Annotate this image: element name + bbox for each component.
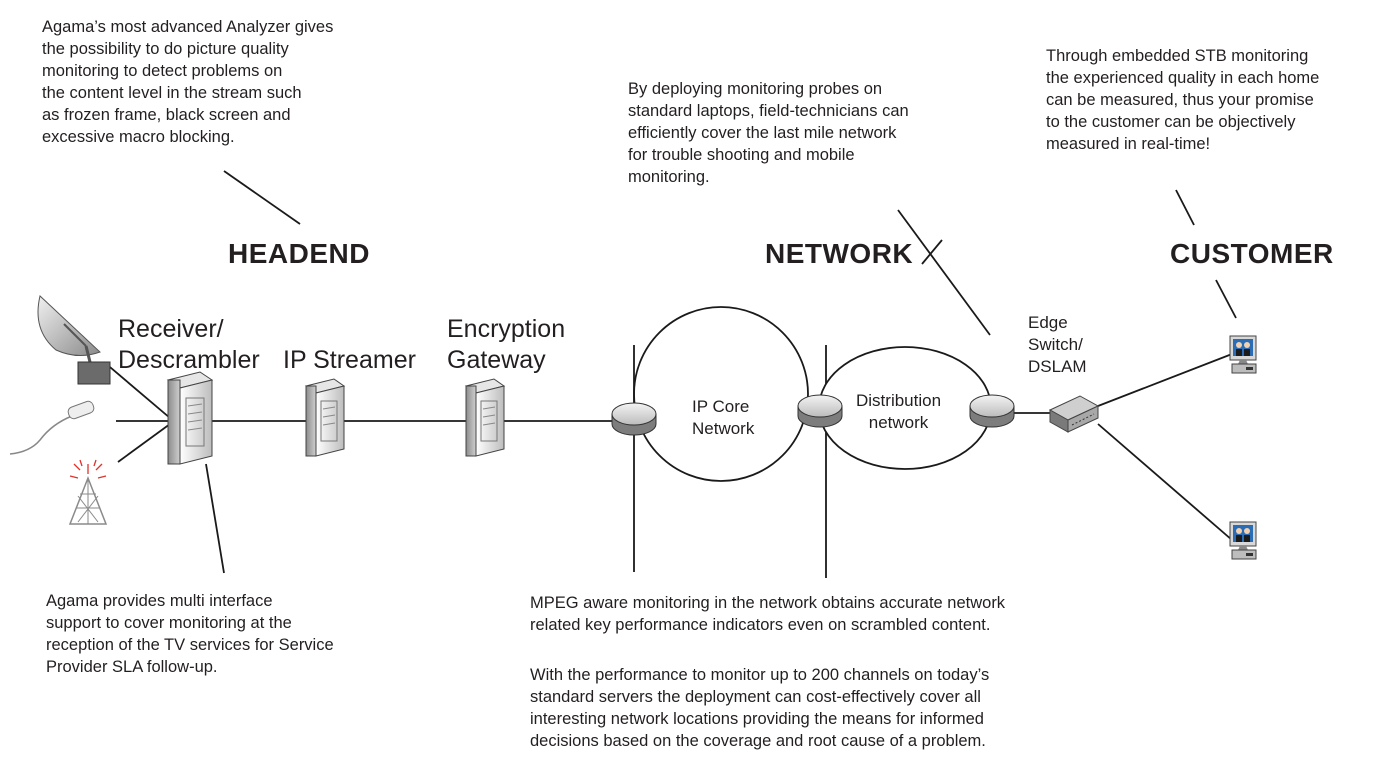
label-edge-switch: Edge Switch/ DSLAM (1028, 313, 1087, 376)
label-receiver-descrambler: Receiver/ Descrambler (118, 315, 260, 374)
link-tower-receiver (117, 423, 171, 463)
satellite-dish-icon (37, 295, 111, 385)
server-icon (464, 378, 506, 457)
label-distribution-network: Distribution network (856, 391, 942, 432)
callout-line-analyzer (223, 170, 301, 225)
server-icon (166, 371, 214, 465)
label-ip-streamer: IP Streamer (283, 346, 416, 374)
ip-core-network-circle (633, 306, 809, 482)
section-customer: CUSTOMER (1170, 238, 1334, 269)
label-ip-core-network: IP Core Network (692, 397, 755, 438)
customer-tv-icon (1229, 335, 1257, 374)
edge-switch-icon (1048, 395, 1100, 433)
broadcast-tower-icon (68, 459, 108, 525)
note-multi-interface: Agama provides multi interface support t… (46, 592, 334, 676)
callout-line-probes (897, 209, 991, 336)
router-icon (969, 394, 1015, 428)
cable-input-icon (9, 400, 95, 455)
section-network: NETWORK (765, 238, 914, 269)
note-monitoring-probes: By deploying monitoring probes on standa… (628, 80, 909, 186)
note-analyzer: Agama’s most advanced Analyzer gives the… (42, 18, 334, 146)
callout-line-customer (1215, 279, 1237, 319)
link-dish-receiver (103, 361, 171, 419)
callout-line-stb (1175, 189, 1195, 226)
section-headend: HEADEND (228, 238, 370, 269)
link-switch-home1 (1097, 353, 1233, 407)
note-mpeg-aware: MPEG aware monitoring in the network obt… (530, 594, 1006, 634)
note-performance: With the performance to monitor up to 20… (530, 666, 990, 750)
link-switch-home2 (1097, 423, 1233, 541)
note-stb-monitoring: Through embedded STB monitoring the expe… (1046, 47, 1320, 153)
callout-line-multi-interface (205, 463, 225, 574)
customer-tv-icon (1229, 521, 1257, 560)
router-icon (611, 402, 657, 436)
server-icon (304, 378, 346, 457)
label-encryption-gateway: Encryption Gateway (447, 315, 566, 374)
router-icon (797, 394, 843, 428)
callout-line-network (921, 239, 943, 265)
